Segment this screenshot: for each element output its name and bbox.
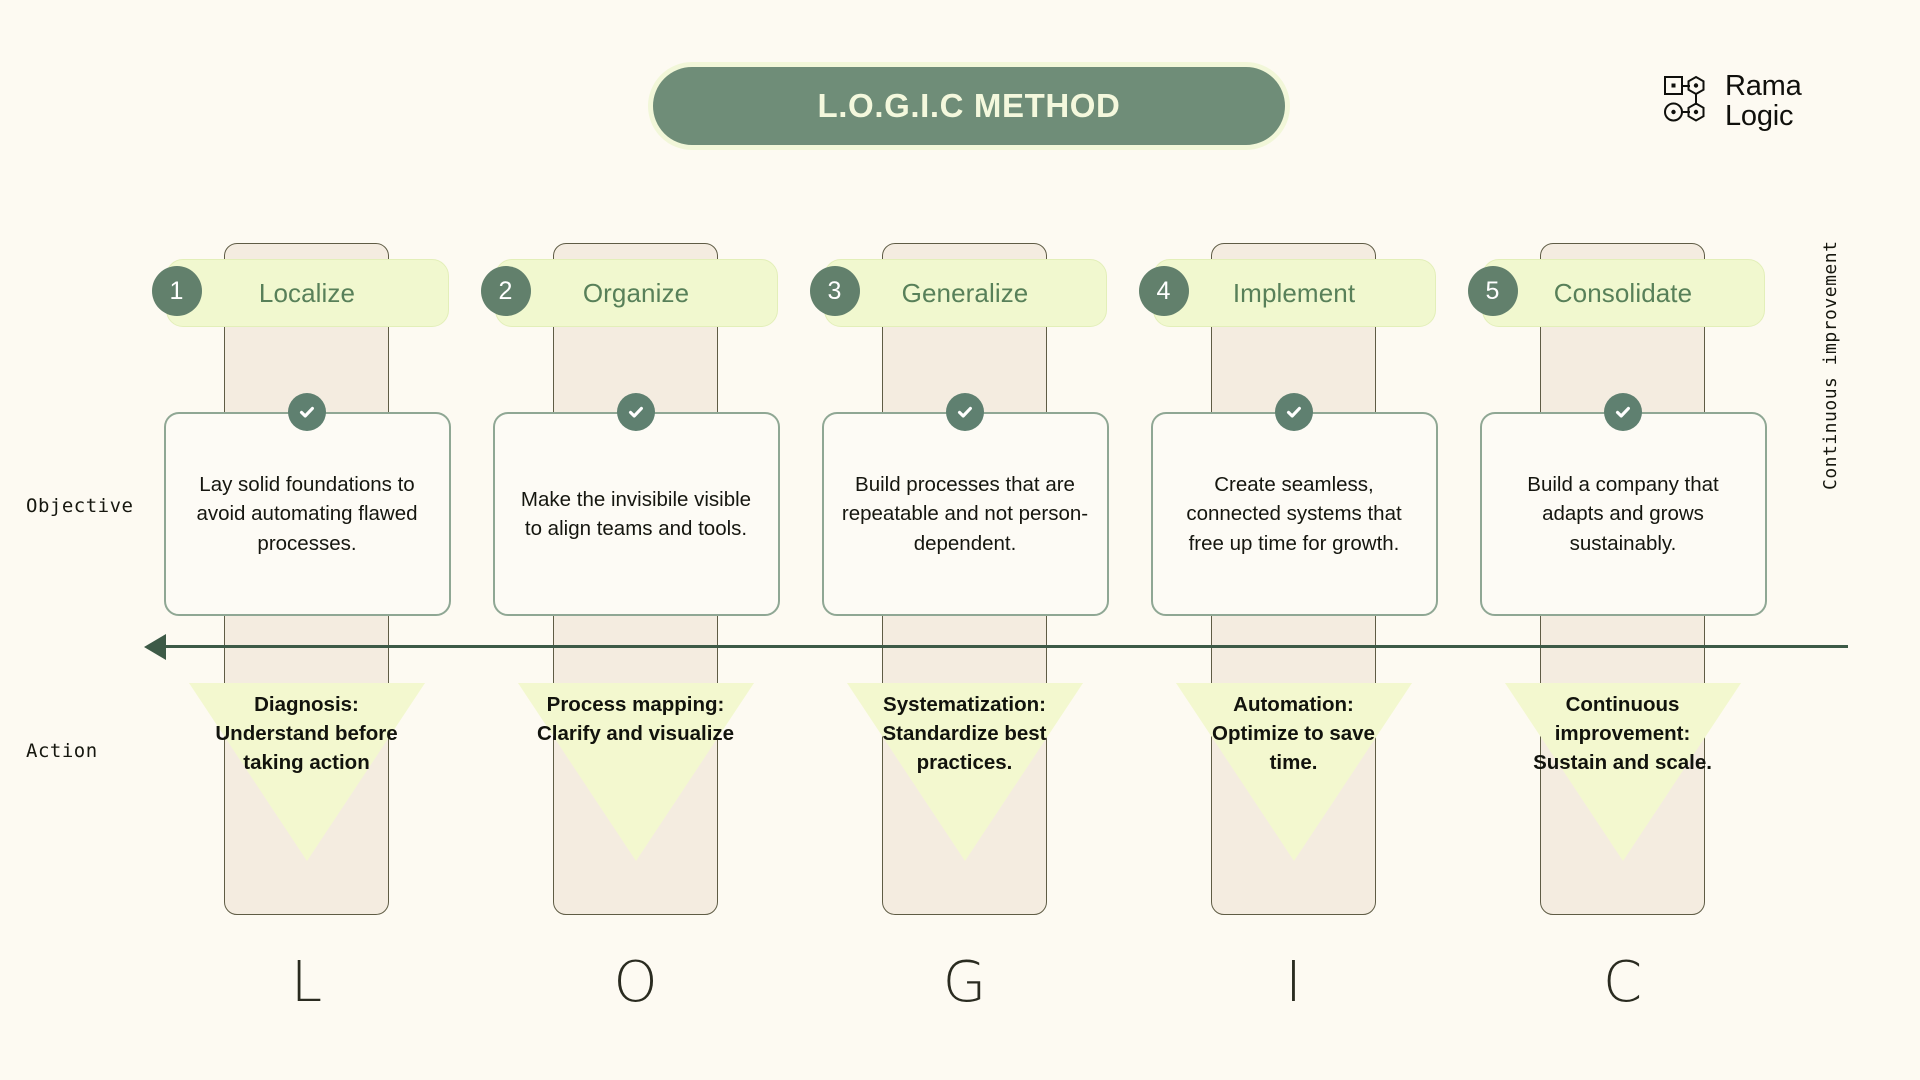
stage-letter: L	[290, 950, 323, 1015]
row-label-objective: Objective	[26, 495, 134, 517]
stage-name: Consolidate	[1553, 277, 1693, 308]
stage-number-badge: 5	[1467, 266, 1518, 316]
objective-text: Make the invisibile visible to align tea…	[520, 487, 752, 540]
objective-card: Build a company that adapts and grows su…	[1479, 412, 1767, 616]
row-label-action: Action	[26, 740, 98, 762]
check-circle-icon	[287, 393, 326, 431]
continuous-improvement-arrow-line	[160, 645, 1848, 648]
stage-letter: O	[613, 950, 658, 1015]
stage-name: Implement	[1232, 277, 1356, 308]
stage-number-badge: 2	[480, 266, 531, 316]
diagram-title-pill: L.O.G.I.C METHOD	[648, 62, 1290, 150]
action-text: Diagnosis: Understand before taking acti…	[215, 693, 398, 775]
action-text: Systematization: Standardize best practi…	[882, 693, 1047, 775]
brand-logo: Rama Logic	[1660, 70, 1802, 132]
stage-letter: C	[1602, 950, 1643, 1015]
stage-letter: I	[1285, 950, 1302, 1015]
action-funnel-icon	[188, 683, 425, 861]
check-circle-icon	[616, 393, 655, 431]
continuous-improvement-arrow-head-icon	[144, 634, 166, 660]
objective-card: Create seamless, connected systems that …	[1150, 412, 1438, 616]
stage-pill-consolidate[interactable]: Consolidate	[1481, 259, 1765, 327]
stage-pill-localize[interactable]: Localize	[165, 259, 449, 327]
rama-logic-mark-icon	[1660, 72, 1714, 131]
stage-name: Generalize	[901, 277, 1029, 308]
brand-name-line1: Rama	[1725, 70, 1802, 102]
stage-pill-organize[interactable]: Organize	[494, 259, 778, 327]
stage-number-badge: 3	[809, 266, 860, 316]
action-text: Automation: Optimize to save time.	[1212, 693, 1375, 775]
stage-number-badge: 1	[151, 266, 202, 316]
brand-name: Rama Logic	[1725, 70, 1802, 132]
objective-card: Make the invisibile visible to align tea…	[492, 412, 780, 616]
action-funnel-icon	[517, 683, 754, 861]
stage-pill-generalize[interactable]: Generalize	[823, 259, 1107, 327]
action-text: Continuous improvement: Sustain and scal…	[1533, 693, 1712, 775]
continuous-improvement-label: Continuous improvement	[1820, 240, 1841, 490]
stage-name: Organize	[582, 277, 690, 308]
objective-card: Build processes that are repeatable and …	[821, 412, 1109, 616]
objective-text: Build processes that are repeatable and …	[841, 473, 1089, 555]
page-title: L.O.G.I.C METHOD	[817, 87, 1121, 124]
stage-number-badge: 4	[1138, 266, 1189, 316]
objective-text: Build a company that adapts and grows su…	[1527, 473, 1719, 555]
stage-name: Localize	[258, 277, 356, 308]
stage-pill-implement[interactable]: Implement	[1152, 259, 1436, 327]
check-circle-icon	[945, 393, 984, 431]
objective-text: Create seamless, connected systems that …	[1186, 473, 1402, 555]
check-circle-icon	[1603, 393, 1642, 431]
check-circle-icon	[1274, 393, 1313, 431]
stage-letter: G	[942, 950, 987, 1015]
objective-card: Lay solid foundations to avoid automatin…	[163, 412, 451, 616]
action-funnel-icon	[846, 683, 1083, 861]
action-funnel-icon	[1175, 683, 1412, 861]
action-text: Process mapping: Clarify and visualize	[536, 693, 735, 746]
objective-text: Lay solid foundations to avoid automatin…	[196, 473, 418, 555]
brand-name-line2: Logic	[1725, 99, 1794, 132]
action-funnel-icon	[1504, 683, 1741, 861]
